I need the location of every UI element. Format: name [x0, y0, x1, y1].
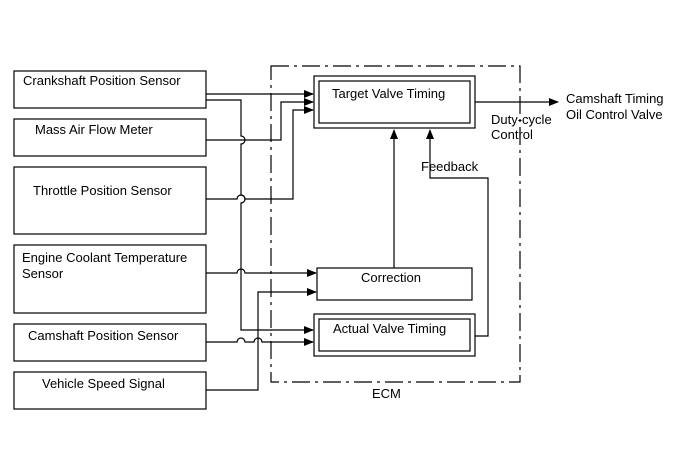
sensor-coolant-label-line2: Sensor — [22, 266, 64, 281]
block-correction: Correction — [316, 267, 473, 301]
sensor-coolant-label-line1: Engine Coolant Temperature — [22, 250, 187, 265]
connections — [206, 90, 559, 391]
sensor-camshaft: Camshaft Position Sensor — [13, 323, 207, 362]
duty-cycle-label-line2: Control — [491, 127, 533, 142]
line-feedback — [426, 129, 489, 337]
sensor-camshaft-label: Camshaft Position Sensor — [28, 328, 179, 343]
line-crankshaft-actual — [206, 99, 314, 334]
block-target-valve-timing: Target Valve Timing — [313, 75, 476, 129]
sensor-maf-label: Mass Air Flow Meter — [35, 122, 153, 137]
line-speed-correction — [206, 288, 317, 391]
feedback-label: Feedback — [421, 159, 479, 174]
line-coolant-correction — [206, 268, 317, 277]
sensor-crankshaft-label: Crankshaft Position Sensor — [23, 73, 181, 88]
line-maf-target — [206, 98, 314, 141]
block-actual-label: Actual Valve Timing — [333, 321, 446, 336]
output-label-line2: Oil Control Valve — [566, 107, 663, 122]
block-actual-valve-timing: Actual Valve Timing — [313, 313, 476, 357]
sensor-throttle-label: Throttle Position Sensor — [33, 183, 172, 198]
sensor-maf: Mass Air Flow Meter — [13, 118, 207, 157]
sensor-throttle: Throttle Position Sensor — [13, 166, 207, 235]
sensor-vehicle-speed-label: Vehicle Speed Signal — [42, 376, 165, 391]
sensor-coolant: Engine Coolant Temperature Sensor — [13, 244, 207, 314]
ecm-boundary — [270, 65, 521, 383]
block-target-label: Target Valve Timing — [332, 86, 445, 101]
output-label-line1: Camshaft Timing — [566, 91, 664, 106]
line-camshaft-actual — [206, 337, 314, 346]
line-throttle-target — [206, 106, 314, 200]
sensor-crankshaft: Crankshaft Position Sensor — [13, 70, 207, 109]
sensor-vehicle-speed: Vehicle Speed Signal — [13, 371, 207, 410]
duty-cycle-label-line1: Duty-cycle — [491, 112, 552, 127]
ecm-label: ECM — [372, 386, 401, 401]
block-correction-label: Correction — [361, 270, 421, 285]
